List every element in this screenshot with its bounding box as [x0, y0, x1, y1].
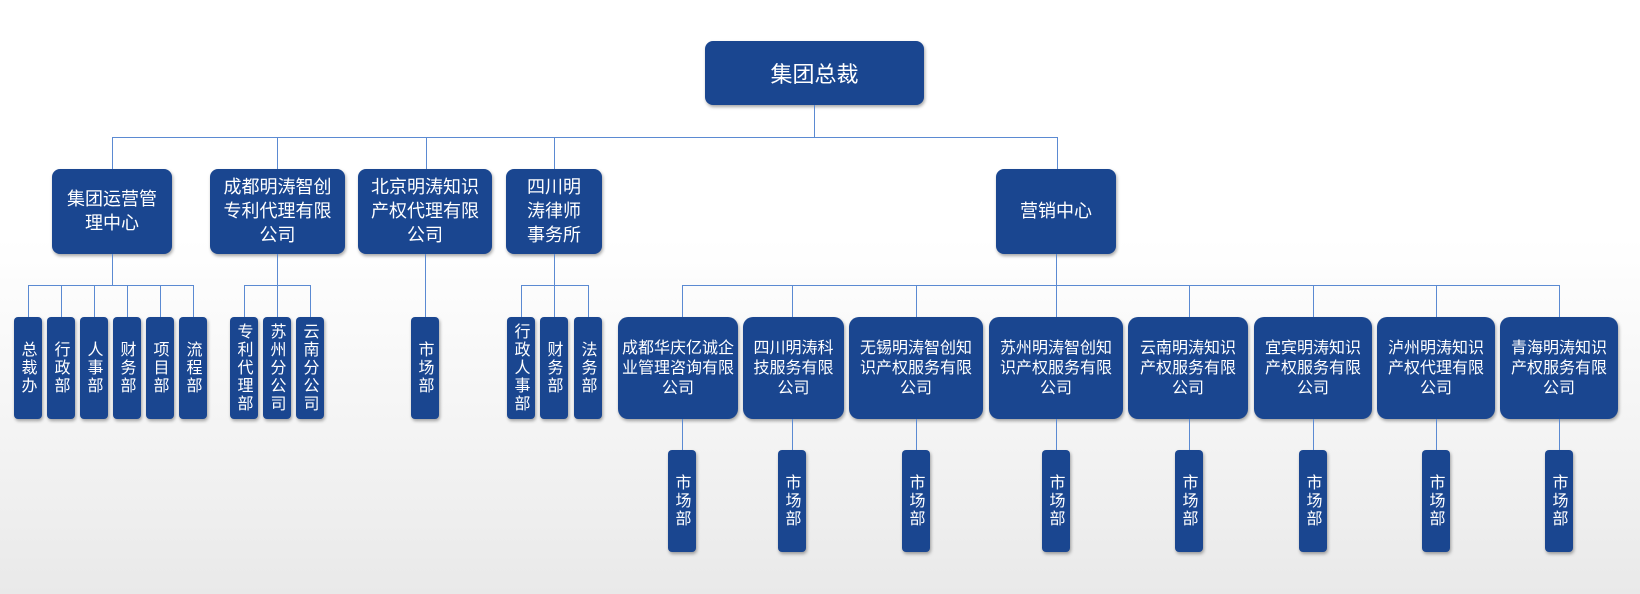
node-sichuan-law[interactable]: 四川明涛律师事务所	[506, 169, 602, 254]
company-3[interactable]: 苏州明涛智创知识产权服务有限公司	[989, 317, 1123, 419]
company-0-market-dept[interactable]: 市场部	[668, 450, 696, 552]
company-4[interactable]: 云南明涛知识产权服务有限公司	[1128, 317, 1248, 419]
dept-ops-3[interactable]: 财务部	[113, 317, 141, 419]
dept-chengdu-0[interactable]: 专利代理部	[230, 317, 258, 419]
connector-ops-down	[112, 254, 113, 285]
company-0-label: 成都华庆亿诚企业管理咨询有限公司	[622, 338, 735, 397]
connector-co2-dept	[916, 419, 917, 450]
dept-law-1[interactable]: 财务部	[540, 317, 568, 419]
connector-chengdu-down	[277, 254, 278, 285]
dept-chengdu-1[interactable]: 苏州分公司	[263, 317, 291, 419]
connector-co3-dept	[1056, 419, 1057, 450]
company-4-label: 云南明涛知识产权服务有限公司	[1140, 338, 1237, 397]
node-ops-center[interactable]: 集团运营管理中心	[52, 169, 172, 254]
connector-mk-d3	[1056, 285, 1057, 317]
dept-ops-4[interactable]: 项目部	[146, 317, 174, 419]
connector-l1-drop-0	[112, 137, 113, 169]
connector-law-down	[554, 254, 555, 285]
connector-marketing-bus	[682, 285, 1559, 286]
connector-mk-d5	[1313, 285, 1314, 317]
connector-l1-drop-3	[554, 137, 555, 169]
connector-law-d2	[588, 285, 589, 317]
node-chengdu-patent-label: 成都明涛智创专利代理有限公司	[223, 176, 332, 246]
node-root[interactable]: 集团总裁	[705, 41, 924, 105]
connector-ops-bus	[28, 285, 194, 286]
connector-l1-drop-1	[277, 137, 278, 169]
connector-co7-dept	[1559, 419, 1560, 450]
connector-co5-dept	[1313, 419, 1314, 450]
connector-marketing-down	[1056, 254, 1057, 285]
company-3-label: 苏州明涛智创知识产权服务有限公司	[999, 338, 1112, 397]
connector-ops-d4	[160, 285, 161, 317]
node-beijing-ip[interactable]: 北京明涛知识产权代理有限公司	[358, 169, 492, 254]
connector-mk-d4	[1189, 285, 1190, 317]
dept-law-0[interactable]: 行政人事部	[507, 317, 535, 419]
company-7-label: 青海明涛知识产权服务有限公司	[1511, 338, 1608, 397]
connector-co0-dept	[682, 419, 683, 450]
connector-beijing-down	[425, 254, 426, 317]
company-3-market-dept[interactable]: 市场部	[1042, 450, 1070, 552]
connector-ops-d1	[61, 285, 62, 317]
company-2-market-dept[interactable]: 市场部	[902, 450, 930, 552]
connector-mk-d2	[916, 285, 917, 317]
connector-co1-dept	[792, 419, 793, 450]
node-chengdu-patent[interactable]: 成都明涛智创专利代理有限公司	[210, 169, 345, 254]
connector-ops-d3	[127, 285, 128, 317]
connector-law-d0	[521, 285, 522, 317]
dept-chengdu-2[interactable]: 云南分公司	[296, 317, 324, 419]
node-marketing[interactable]: 营销中心	[996, 169, 1116, 254]
connector-co4-dept	[1189, 419, 1190, 450]
company-7-market-dept[interactable]: 市场部	[1545, 450, 1573, 552]
connector-co6-dept	[1436, 419, 1437, 450]
company-0[interactable]: 成都华庆亿诚企业管理咨询有限公司	[618, 317, 738, 419]
dept-ops-2[interactable]: 人事部	[80, 317, 108, 419]
dept-ops-5[interactable]: 流程部	[179, 317, 207, 419]
company-6-label: 泸州明涛知识产权代理有限公司	[1388, 338, 1485, 397]
company-1-label: 四川明涛科技服务有限公司	[753, 338, 834, 397]
connector-mk-d6	[1436, 285, 1437, 317]
company-4-market-dept[interactable]: 市场部	[1175, 450, 1203, 552]
connector-chengdu-d0	[244, 285, 245, 317]
node-ops-center-label: 集团运营管理中心	[67, 188, 157, 234]
company-5-market-dept[interactable]: 市场部	[1299, 450, 1327, 552]
connector-root-down	[814, 105, 815, 137]
connector-ops-d0	[28, 285, 29, 317]
company-6[interactable]: 泸州明涛知识产权代理有限公司	[1377, 317, 1495, 419]
connector-ops-d2	[94, 285, 95, 317]
connector-law-bus	[521, 285, 589, 286]
dept-law-2[interactable]: 法务部	[574, 317, 602, 419]
company-1[interactable]: 四川明涛科技服务有限公司	[743, 317, 844, 419]
connector-mk-d7	[1559, 285, 1560, 317]
connector-mk-d0	[682, 285, 683, 317]
company-2[interactable]: 无锡明涛智创知识产权服务有限公司	[849, 317, 983, 419]
connector-chengdu-d1	[277, 285, 278, 317]
connector-l1-drop-4	[1057, 137, 1058, 169]
connector-ops-d5	[193, 285, 194, 317]
company-7[interactable]: 青海明涛知识产权服务有限公司	[1500, 317, 1618, 419]
node-beijing-ip-label: 北京明涛知识产权代理有限公司	[371, 176, 479, 246]
connector-l1-bus	[112, 137, 1057, 138]
connector-chengdu-d2	[310, 285, 311, 317]
connector-l1-drop-2	[426, 137, 427, 169]
connector-law-d1	[554, 285, 555, 317]
company-5-label: 宜宾明涛知识产权服务有限公司	[1265, 338, 1362, 397]
node-sichuan-law-label: 四川明涛律师事务所	[527, 176, 581, 246]
company-6-market-dept[interactable]: 市场部	[1422, 450, 1450, 552]
company-5[interactable]: 宜宾明涛知识产权服务有限公司	[1254, 317, 1372, 419]
company-2-label: 无锡明涛智创知识产权服务有限公司	[860, 338, 973, 397]
dept-beijing-0[interactable]: 市场部	[411, 317, 439, 419]
company-1-market-dept[interactable]: 市场部	[778, 450, 806, 552]
dept-ops-0[interactable]: 总裁办	[14, 317, 42, 419]
dept-ops-1[interactable]: 行政部	[47, 317, 75, 419]
connector-mk-d1	[792, 285, 793, 317]
